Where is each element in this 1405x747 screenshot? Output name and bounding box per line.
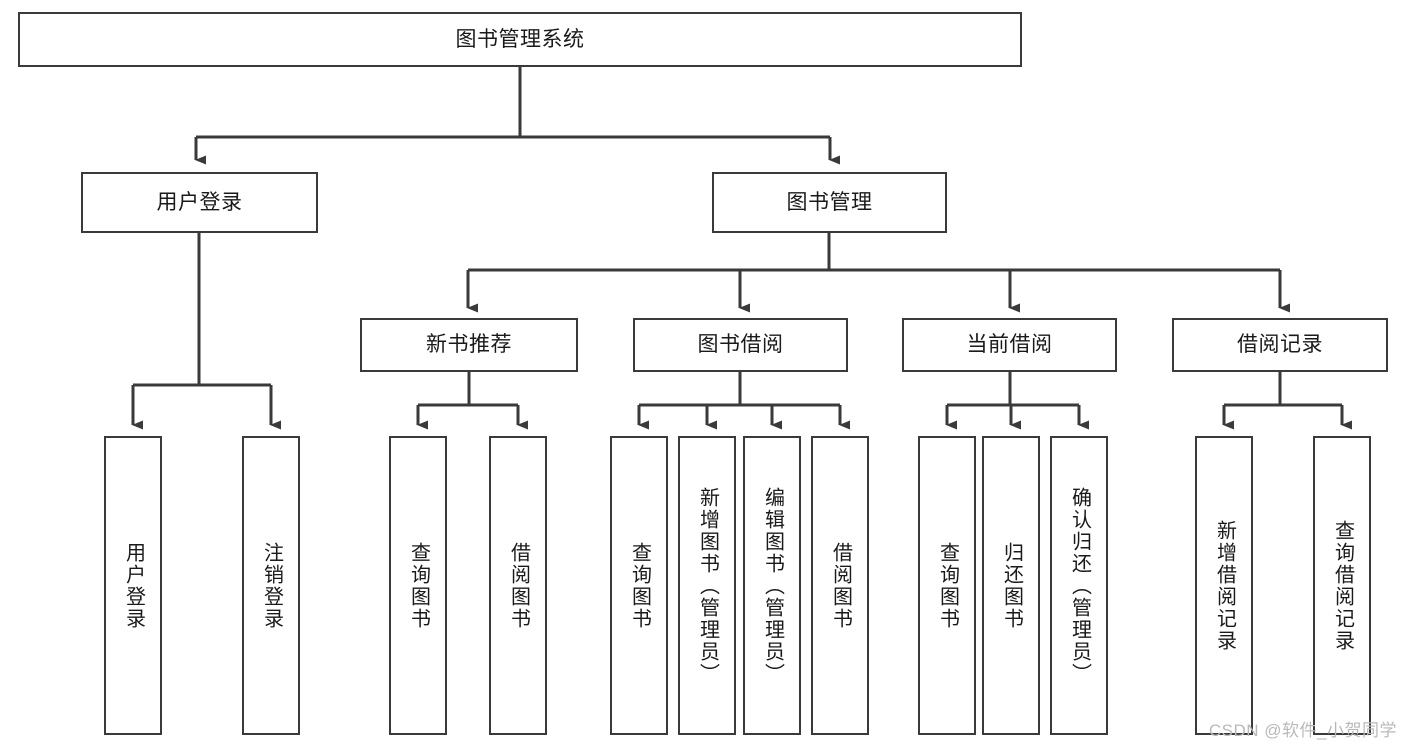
node-leaf-logout-login-label: 注销登录 — [260, 541, 283, 630]
csdn-watermark: CSDN @软件_小贺同学 — [1208, 721, 1397, 740]
node-leaf-add-book[interactable]: 新增图书（管理员） — [678, 436, 736, 735]
node-leaf-confirm-return[interactable]: 确认归还（管理员） — [1050, 436, 1108, 735]
node-leaf-user-login[interactable]: 用户登录 — [104, 436, 162, 735]
node-current-borrow[interactable]: 当前借阅 — [902, 318, 1117, 372]
node-leaf-edit-book-label: 编辑图书（管理员） — [761, 486, 784, 685]
node-leaf-query-book-3[interactable]: 查询图书 — [918, 436, 976, 735]
node-book-borrow-label: 图书借阅 — [697, 333, 784, 357]
node-leaf-query-book-2-label: 查询图书 — [628, 541, 651, 630]
node-leaf-return-book-label: 归还图书 — [1000, 541, 1023, 630]
node-current-borrow-label: 当前借阅 — [966, 333, 1053, 357]
node-leaf-add-borrow-record-label: 新增借阅记录 — [1213, 519, 1236, 652]
node-leaf-query-book-1-label: 查询图书 — [407, 541, 430, 630]
node-leaf-query-book-2[interactable]: 查询图书 — [610, 436, 668, 735]
node-leaf-borrow-book-1[interactable]: 借阅图书 — [489, 436, 547, 735]
node-leaf-edit-book[interactable]: 编辑图书（管理员） — [743, 436, 801, 735]
node-book-borrow[interactable]: 图书借阅 — [633, 318, 848, 372]
node-book-management-label: 图书管理 — [786, 190, 873, 214]
node-new-book-recommend[interactable]: 新书推荐 — [360, 318, 578, 372]
node-user-login-label: 用户登录 — [156, 190, 243, 214]
node-borrow-record-label: 借阅记录 — [1237, 333, 1323, 357]
node-root-label: 图书管理系统 — [455, 27, 585, 51]
node-borrow-record[interactable]: 借阅记录 — [1172, 318, 1388, 372]
node-leaf-logout-login[interactable]: 注销登录 — [242, 436, 300, 735]
node-leaf-return-book[interactable]: 归还图书 — [982, 436, 1040, 735]
node-leaf-query-book-3-label: 查询图书 — [936, 541, 959, 630]
node-leaf-query-book-1[interactable]: 查询图书 — [389, 436, 447, 735]
node-book-management[interactable]: 图书管理 — [712, 172, 947, 233]
node-leaf-query-borrow-record-label: 查询借阅记录 — [1331, 519, 1354, 652]
node-leaf-borrow-book-2-label: 借阅图书 — [829, 541, 852, 630]
node-leaf-add-borrow-record[interactable]: 新增借阅记录 — [1195, 436, 1253, 735]
node-leaf-query-borrow-record[interactable]: 查询借阅记录 — [1313, 436, 1371, 735]
node-leaf-add-book-label: 新增图书（管理员） — [696, 486, 719, 685]
node-leaf-borrow-book-1-label: 借阅图书 — [507, 541, 530, 630]
node-new-book-recommend-label: 新书推荐 — [426, 333, 512, 357]
node-leaf-user-login-label: 用户登录 — [122, 541, 145, 630]
node-leaf-borrow-book-2[interactable]: 借阅图书 — [811, 436, 869, 735]
node-leaf-confirm-return-label: 确认归还（管理员） — [1068, 486, 1091, 685]
node-user-login[interactable]: 用户登录 — [81, 172, 318, 233]
node-root[interactable]: 图书管理系统 — [18, 12, 1022, 67]
